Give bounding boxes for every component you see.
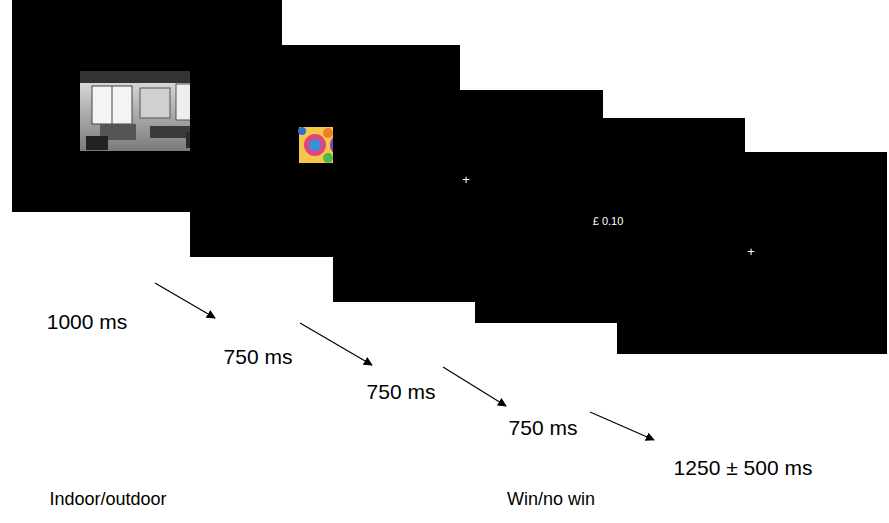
fixation-cross: + bbox=[462, 173, 470, 187]
condition-label: Indoor/outdoor bbox=[49, 490, 166, 510]
fixation-cross: + bbox=[747, 245, 755, 259]
time-arrows bbox=[155, 283, 654, 440]
screen-iti bbox=[617, 152, 887, 354]
duration-label: 750 ms bbox=[224, 345, 293, 368]
duration-label: 750 ms bbox=[367, 380, 436, 403]
reward-amount: £ 0.10 bbox=[593, 215, 624, 227]
duration-label: 1000 ms bbox=[47, 310, 128, 333]
duration-label: 1250 ± 500 ms bbox=[674, 456, 813, 479]
condition-label: Win/no win bbox=[507, 490, 595, 510]
duration-label: 750 ms bbox=[509, 416, 578, 439]
